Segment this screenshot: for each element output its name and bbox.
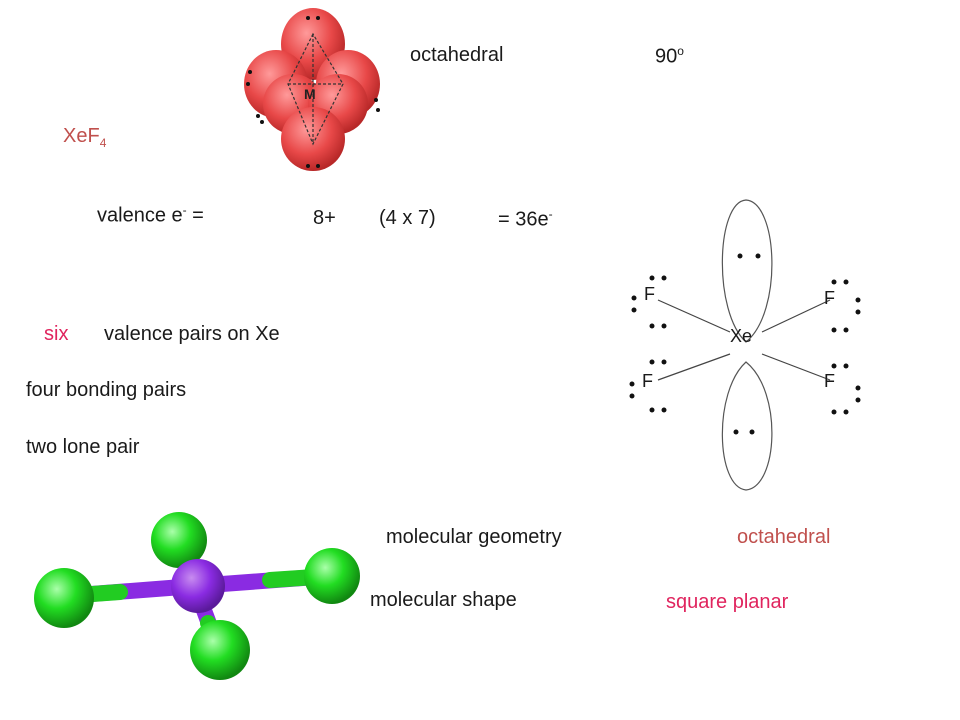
xe-atom [171,559,225,613]
bond-angle-value: 90 [655,45,678,68]
f-label-upper-right: F [824,288,835,308]
f-atom-front [190,620,250,680]
f-label-lower-right: F [824,371,835,391]
f-atom-back [151,512,207,568]
f-label-upper-left: F [644,284,655,304]
formula-base: XeF [63,125,100,147]
xe-label: Xe [730,326,752,346]
valence-total-text: = 36e [498,208,549,231]
lone-pair-lobe-top [721,199,773,343]
xe-f-bonds [657,299,831,381]
pair-text: valence pairs on Xe [104,323,280,345]
molecular-shape-label: molecular shape [370,589,517,611]
xe-valence: 8+ [313,207,336,229]
f-atom-left [34,568,94,628]
valence-label-sup: - [182,203,187,217]
orbital-center-label: M [304,86,316,102]
octahedron-edges [287,32,344,146]
lone-pair-dots [246,16,380,168]
f-atom-right [304,548,360,604]
molecular-shape-value: square planar [666,591,789,613]
lewis-structure: Xe F F F F [629,199,861,491]
molecular-geometry-label: molecular geometry [386,526,562,548]
formula: XeF4 [63,126,106,149]
valence-label: valence e- = [97,204,204,226]
pair-count: six [44,323,69,345]
bond-angle: 90o [655,45,684,67]
electron-dots [629,253,861,435]
octahedral-orbital-model: M [244,8,380,171]
valence-total-sup: - [548,207,553,221]
valence-label-text: valence e [97,204,183,227]
bonding-pairs: four bonding pairs [26,379,187,401]
geometry-title: octahedral [410,44,504,66]
formula-subscript: 4 [99,136,107,150]
ball-and-stick-model [34,512,360,680]
valence-equals: = [186,204,204,227]
valence-total: = 36e- [498,208,553,230]
lone-pair-lobe-bottom [721,361,773,491]
f-label-lower-left: F [642,371,653,391]
degree-symbol: o [677,44,684,58]
molecular-geometry-value: octahedral [737,526,831,548]
f-valence: (4 x 7) [379,207,436,229]
lone-pairs: two lone pair [26,436,140,458]
